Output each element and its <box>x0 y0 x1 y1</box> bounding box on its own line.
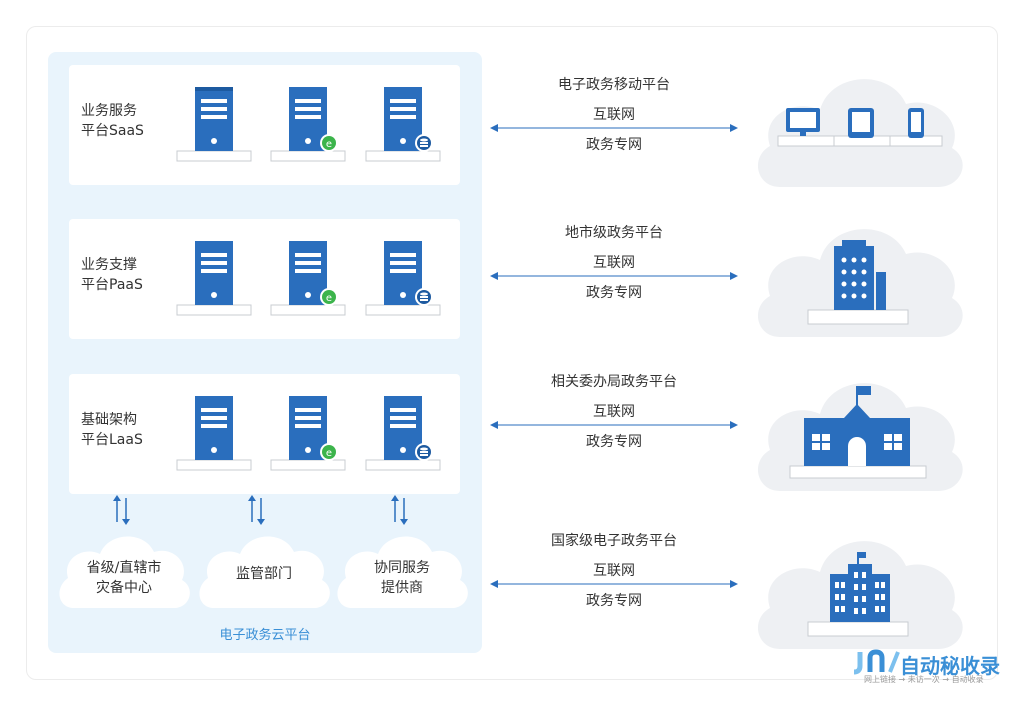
network-label-internet: 互联网 <box>593 563 635 579</box>
server-icon <box>175 83 253 163</box>
watermark-text: 自动秘收录 <box>900 654 1000 678</box>
double-arrow-icon <box>490 272 738 280</box>
layer-laas: 基础架构 平台LaaS e <box>69 374 460 494</box>
app-badge-icon: e <box>319 133 339 153</box>
server-icon: e <box>269 83 347 163</box>
node-label: 监管部门 <box>236 566 292 582</box>
double-arrow-icon <box>490 580 738 588</box>
database-badge-icon <box>414 442 434 462</box>
server-icon <box>364 83 442 163</box>
connection-title: 国家级电子政务平台 <box>551 533 677 549</box>
school-icon <box>789 386 927 479</box>
network-label-govnet: 政务专网 <box>586 285 642 301</box>
server-icon <box>175 392 253 472</box>
bidirectional-arrow-icon <box>388 494 412 526</box>
cloud-city-platform <box>750 202 968 342</box>
connection-title: 相关委办局政务平台 <box>551 374 677 390</box>
service-provider-node: 协同服务 提供商 <box>332 518 472 614</box>
cloud-bureau-platform <box>750 356 968 496</box>
svg-text:e: e <box>326 139 332 150</box>
tower-icon <box>807 552 909 637</box>
app-badge-icon: e <box>319 287 339 307</box>
watermark-logo: 自动秘收录 网上链接 → 未访一次 → 自动收录 <box>850 648 1010 688</box>
network-label-govnet: 政务专网 <box>586 137 642 153</box>
cloud-national-platform <box>750 514 968 654</box>
server-icon: e <box>269 237 347 317</box>
double-arrow-icon <box>490 421 738 429</box>
layer-label: 基础架构 平台LaaS <box>81 412 143 448</box>
server-icon <box>364 237 442 317</box>
server-icon <box>364 392 442 472</box>
svg-text:e: e <box>326 293 332 304</box>
connection-title: 电子政务移动平台 <box>558 77 670 93</box>
database-badge-icon <box>414 287 434 307</box>
svg-text:e: e <box>326 448 332 459</box>
layer-saas: 业务服务 平台SaaS e <box>69 65 460 185</box>
network-label-internet: 互联网 <box>593 404 635 420</box>
app-badge-icon: e <box>319 442 339 462</box>
connection-bureau: 相关委办局政务平台 互联网 政务专网 <box>490 371 738 471</box>
layer-paas: 业务支撑 平台PaaS e <box>69 219 460 339</box>
bidirectional-arrow-icon <box>245 494 269 526</box>
building-icon <box>807 240 909 325</box>
bidirectional-arrow-icon <box>110 494 134 526</box>
connection-mobile: 电子政务移动平台 互联网 政务专网 <box>490 74 738 174</box>
layer-label: 业务服务 平台SaaS <box>81 103 144 139</box>
platform-title: 电子政务云平台 <box>219 628 311 643</box>
database-badge-icon <box>414 133 434 153</box>
network-label-govnet: 政务专网 <box>586 593 642 609</box>
server-icon: e <box>269 392 347 472</box>
node-label: 协同服务 提供商 <box>374 560 430 596</box>
logo-icon <box>853 649 900 675</box>
network-label-govnet: 政务专网 <box>586 434 642 450</box>
node-label: 省级/直辖市 灾备中心 <box>86 560 162 596</box>
server-icon <box>175 237 253 317</box>
watermark-subtext: 网上链接 → 未访一次 → 自动收录 <box>864 675 984 684</box>
network-label-internet: 互联网 <box>593 107 635 123</box>
network-label-internet: 互联网 <box>593 255 635 271</box>
disaster-recovery-center-node: 省级/直辖市 灾备中心 <box>54 518 194 614</box>
devices-icon <box>777 108 943 147</box>
double-arrow-icon <box>490 124 738 132</box>
regulator-node: 监管部门 <box>194 518 334 614</box>
connection-title: 地市级政务平台 <box>565 225 663 241</box>
connection-city: 地市级政务平台 互联网 政务专网 <box>490 222 738 322</box>
cloud-mobile-platform <box>750 52 968 192</box>
connection-national: 国家级电子政务平台 互联网 政务专网 <box>490 530 738 630</box>
layer-label: 业务支撑 平台PaaS <box>81 257 143 293</box>
